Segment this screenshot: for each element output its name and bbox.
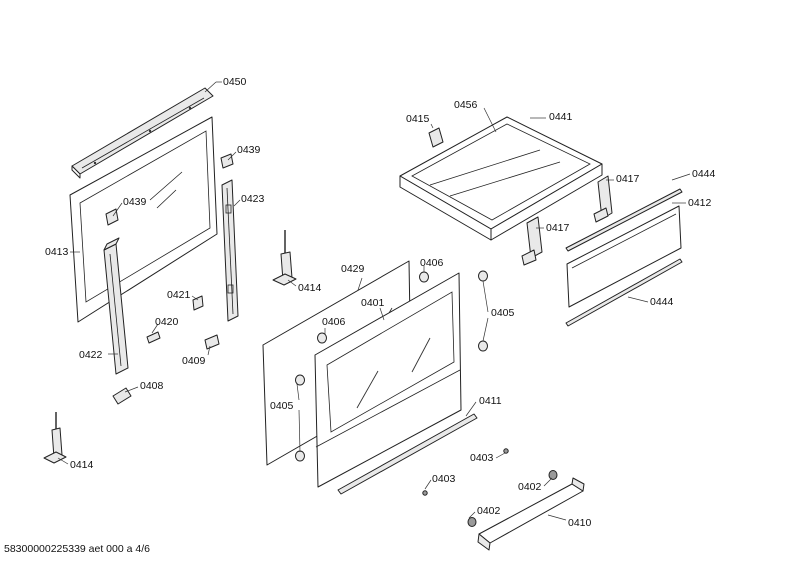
label-0417-lower: 0417 bbox=[546, 222, 570, 234]
part-0402-cap-left bbox=[467, 517, 477, 527]
part-0423-right-rail bbox=[221, 179, 239, 322]
label-0408: 0408 bbox=[140, 380, 164, 392]
label-0444-lower: 0444 bbox=[650, 296, 674, 308]
label-0429: 0429 bbox=[341, 263, 365, 275]
part-0414-hinge-bottom bbox=[43, 412, 67, 464]
part-0406-spacer-left bbox=[317, 332, 327, 344]
label-0412: 0412 bbox=[688, 197, 712, 209]
leader-lines bbox=[57, 81, 691, 521]
part-0420-clip bbox=[146, 331, 161, 344]
document-reference-footer: 58300000225339 aet 000 a 4/6 bbox=[4, 543, 150, 555]
part-0417-bracket-upper bbox=[593, 175, 613, 223]
label-0413: 0413 bbox=[45, 246, 69, 258]
part-labels: 0450 0439 0439 0423 0413 0421 0420 0409 … bbox=[45, 76, 716, 529]
part-0405-spacer-right-top bbox=[478, 270, 488, 282]
label-0439-right: 0439 bbox=[237, 144, 261, 156]
part-0450-top-trim bbox=[71, 87, 214, 179]
part-0409-bracket bbox=[204, 334, 220, 350]
part-0403-screw-right bbox=[503, 448, 509, 454]
label-0422: 0422 bbox=[79, 349, 103, 361]
label-0414-bottom: 0414 bbox=[70, 459, 94, 471]
label-0402-right: 0402 bbox=[518, 481, 542, 493]
label-0410: 0410 bbox=[568, 517, 592, 529]
part-0441-tray bbox=[399, 116, 603, 241]
label-0441: 0441 bbox=[549, 111, 573, 123]
part-0422-left-rail bbox=[103, 237, 129, 375]
label-0420: 0420 bbox=[155, 316, 179, 328]
label-0423: 0423 bbox=[241, 193, 265, 205]
part-0405-spacer-left-top bbox=[295, 374, 305, 386]
part-0405-spacer-left-bottom bbox=[295, 450, 305, 462]
label-0403-right: 0403 bbox=[470, 452, 494, 464]
part-0414-hinge-middle bbox=[272, 230, 297, 286]
part-0444-rod-lower bbox=[565, 258, 683, 327]
label-0415: 0415 bbox=[406, 113, 430, 125]
part-0439-clip-right bbox=[220, 153, 234, 169]
label-0401: 0401 bbox=[361, 297, 385, 309]
part-0444-rod-upper bbox=[565, 188, 683, 252]
label-0406-top: 0406 bbox=[420, 257, 444, 269]
label-0444-upper: 0444 bbox=[692, 168, 716, 180]
part-0411-bottom-trim bbox=[337, 413, 478, 495]
label-0417-upper: 0417 bbox=[616, 173, 640, 185]
label-0402-left: 0402 bbox=[477, 505, 501, 517]
part-0421-clip bbox=[192, 295, 204, 311]
label-0403-left: 0403 bbox=[432, 473, 456, 485]
label-0409: 0409 bbox=[182, 355, 206, 367]
part-0401-door-front bbox=[314, 272, 462, 488]
part-0417-bracket-lower bbox=[521, 216, 543, 266]
label-0439-left: 0439 bbox=[123, 196, 147, 208]
part-0413-frame-panel bbox=[69, 116, 218, 323]
label-0411: 0411 bbox=[479, 395, 502, 407]
label-0421: 0421 bbox=[167, 289, 191, 301]
label-0406-left: 0406 bbox=[322, 316, 346, 328]
label-0405-right: 0405 bbox=[491, 307, 515, 319]
part-0412-glass-panel bbox=[566, 205, 682, 308]
part-0403-screw-left bbox=[422, 490, 428, 496]
part-0402-cap-right bbox=[548, 470, 558, 480]
part-0408-hinge-foot bbox=[112, 387, 132, 405]
part-0405-spacer-right-bottom bbox=[478, 340, 488, 352]
label-0450: 0450 bbox=[223, 76, 247, 88]
label-0456: 0456 bbox=[454, 99, 478, 111]
part-0415-clip bbox=[428, 127, 444, 148]
part-0410-door-handle bbox=[477, 477, 585, 551]
label-0405-left: 0405 bbox=[270, 400, 294, 412]
label-0414-middle: 0414 bbox=[298, 282, 322, 294]
part-0406-spacer-top bbox=[419, 271, 429, 283]
